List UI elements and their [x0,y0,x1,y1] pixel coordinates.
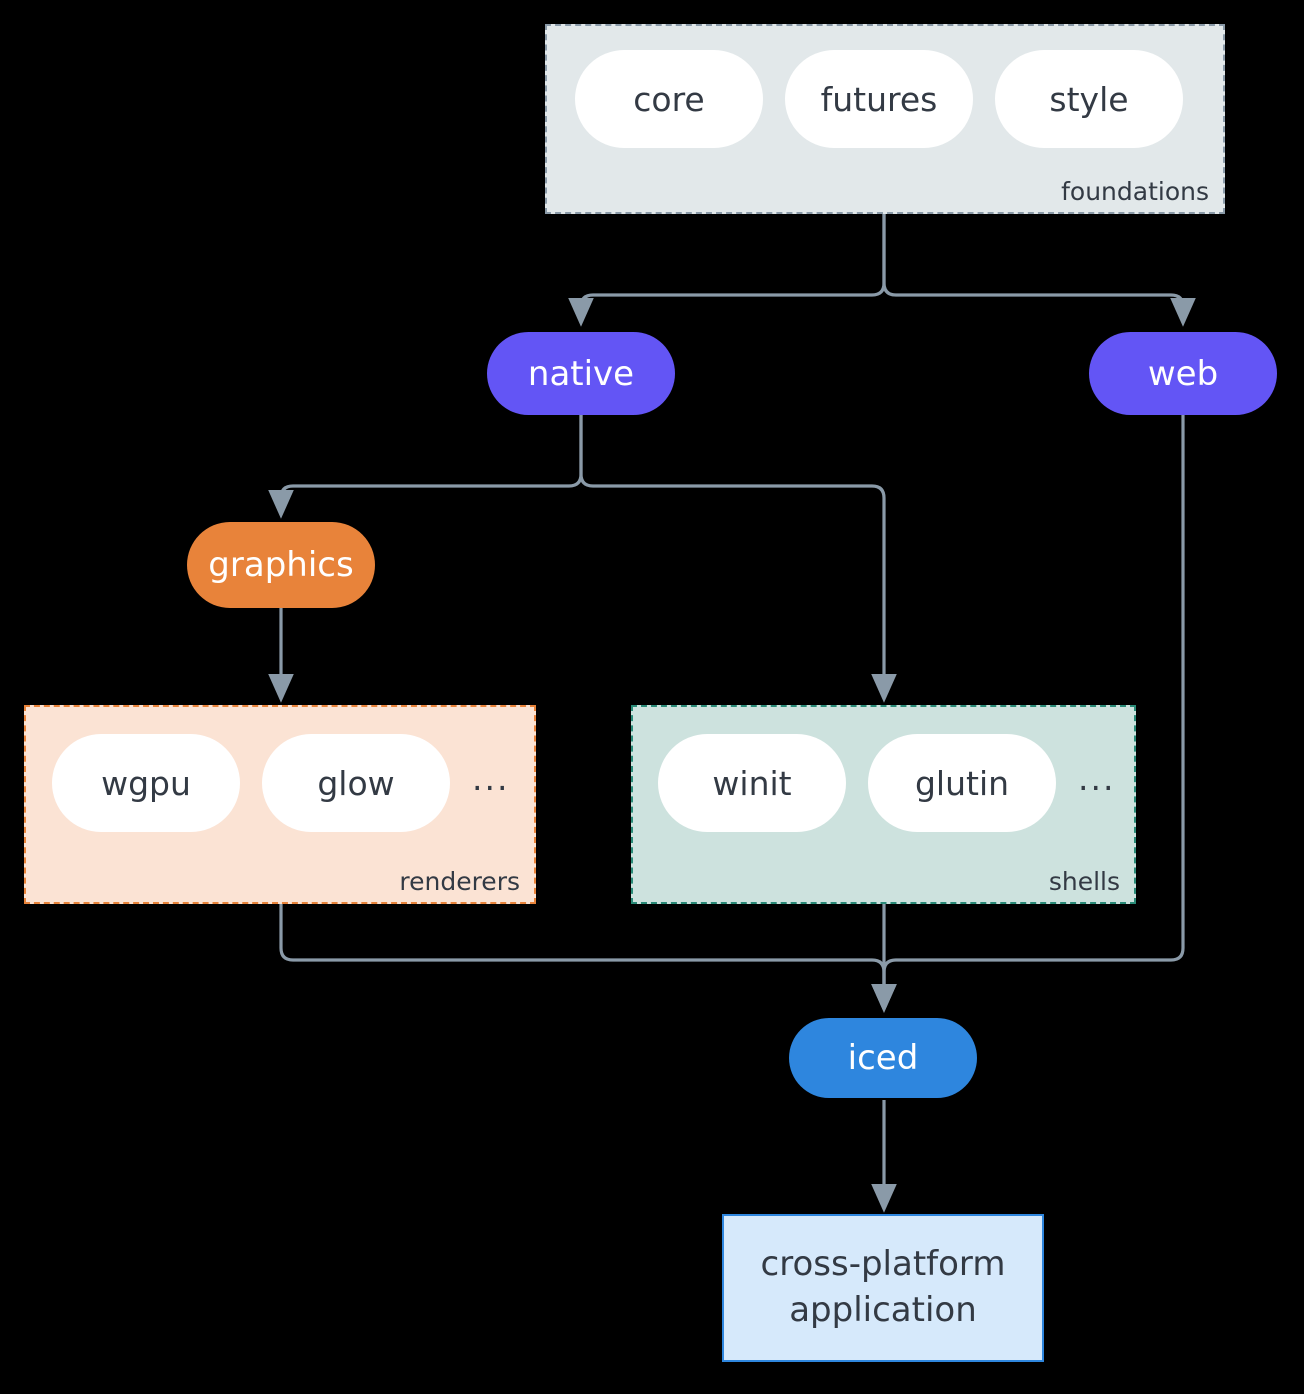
renderers-ellipsis: ... [472,758,510,798]
renderers-items: wgpu glow ... [52,734,509,832]
application-line-2: application [789,1290,977,1330]
leaf-wgpu-label: wgpu [101,763,191,803]
edge-native-graphics [268,414,583,519]
leaf-futures[interactable]: futures [785,50,973,148]
leaf-core-label: core [633,79,705,119]
group-foundations: core futures style foundations [545,24,1225,214]
leaf-style-label: style [1049,79,1129,119]
leaf-futures-label: futures [820,79,938,119]
foundations-items: core futures style [575,50,1183,148]
node-graphics-label: graphics [208,545,354,585]
group-shells-label: shells [1048,867,1120,896]
group-renderers: wgpu glow ... renderers [24,705,536,904]
edge-foundations-web [882,214,1196,327]
leaf-winit-label: winit [712,763,792,803]
edge-native-shells [579,414,897,703]
node-web[interactable]: web [1089,332,1277,415]
leaf-style[interactable]: style [995,50,1183,148]
shells-ellipsis: ... [1078,758,1116,798]
leaf-core[interactable]: core [575,50,763,148]
group-renderers-label: renderers [399,867,520,896]
edge-renderers-iced [279,904,897,1013]
leaf-glow[interactable]: glow [262,734,450,832]
leaf-winit[interactable]: winit [658,734,846,832]
leaf-glow-label: glow [317,763,395,803]
node-native[interactable]: native [487,332,675,415]
node-graphics[interactable]: graphics [187,522,375,608]
group-shells: winit glutin ... shells [631,705,1136,904]
leaf-glutin[interactable]: glutin [868,734,1056,832]
node-iced[interactable]: iced [789,1018,977,1098]
node-web-label: web [1147,353,1219,394]
node-native-label: native [527,353,635,394]
leaf-glutin-label: glutin [914,763,1010,803]
shells-items: winit glutin ... [658,734,1115,832]
edge-foundations-native [568,214,886,327]
application-line-1: cross-platform [760,1244,1006,1285]
group-foundations-label: foundations [1061,177,1209,206]
node-iced-label: iced [847,1038,919,1078]
node-cross-platform-application[interactable]: cross-platform application [722,1214,1044,1362]
leaf-wgpu[interactable]: wgpu [52,734,240,832]
